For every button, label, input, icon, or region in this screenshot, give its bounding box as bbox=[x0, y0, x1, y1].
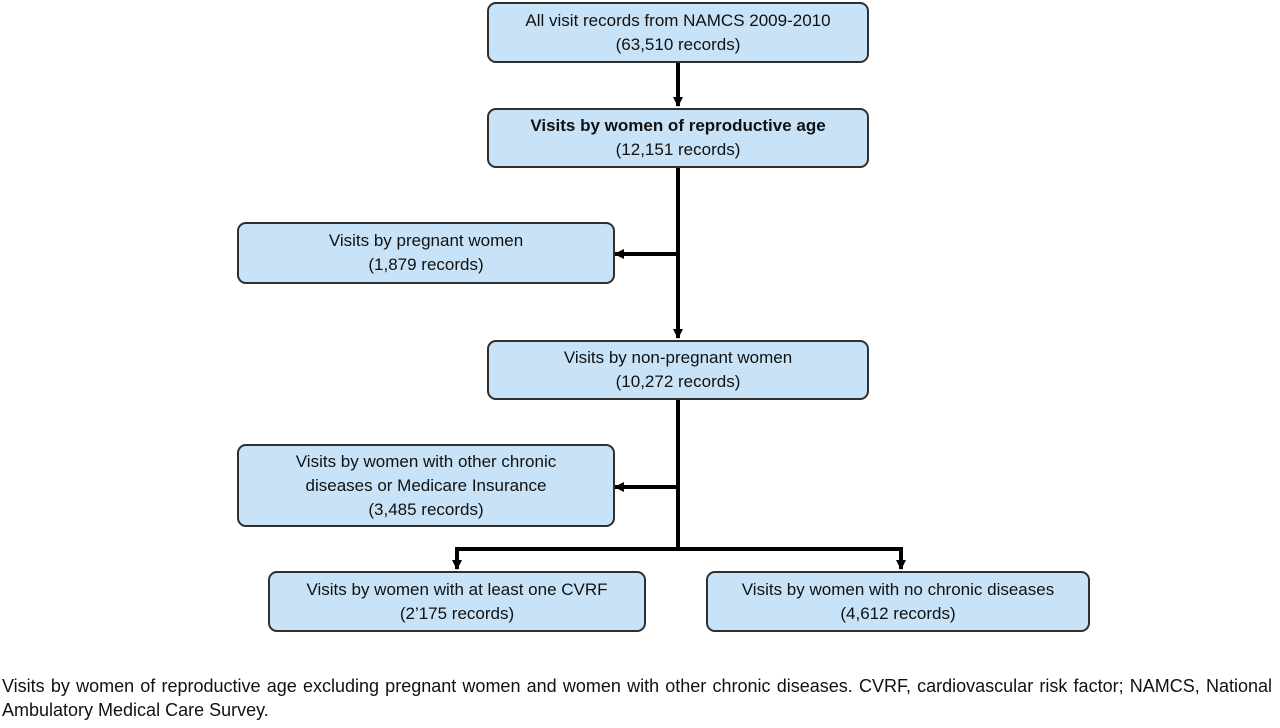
node-all-records-count: (63,510 records) bbox=[615, 34, 741, 54]
node-cvrf: Visits by women with at least one CVRF (… bbox=[268, 571, 646, 632]
node-no-chronic-count: (4,612 records) bbox=[840, 603, 956, 623]
node-pregnant-count: (1,879 records) bbox=[368, 255, 484, 274]
node-all-records: All visit records from NAMCS 2009-2010 (… bbox=[487, 2, 869, 63]
node-reproductive-age: Visits by women of reproductive age (12,… bbox=[487, 108, 869, 168]
node-all-records-title: All visit records from NAMCS 2009-2010 bbox=[525, 10, 831, 30]
node-no-chronic: Visits by women with no chronic diseases… bbox=[706, 571, 1090, 632]
node-other-chronic-line1: Visits by women with other chronic bbox=[295, 451, 557, 471]
node-cvrf-title: Visits by women with at least one CVRF bbox=[306, 579, 608, 599]
node-non-pregnant-count: (10,272 records) bbox=[615, 372, 741, 391]
node-other-chronic-count: (3,485 records) bbox=[368, 499, 484, 519]
node-pregnant-title: Visits by pregnant women bbox=[328, 231, 524, 250]
node-other-chronic: Visits by women with other chronic disea… bbox=[237, 444, 615, 527]
node-cvrf-count: (2’175 records) bbox=[399, 603, 515, 623]
figure-caption: Visits by women of reproductive age excl… bbox=[2, 676, 1272, 720]
node-no-chronic-title: Visits by women with no chronic diseases bbox=[741, 579, 1055, 599]
node-other-chronic-line2: diseases or Medicare Insurance bbox=[305, 475, 547, 495]
node-reproductive-age-title: Visits by women of reproductive age bbox=[530, 116, 826, 135]
node-pregnant: Visits by pregnant women (1,879 records) bbox=[237, 222, 615, 284]
node-non-pregnant-title: Visits by non-pregnant women bbox=[563, 348, 793, 367]
node-reproductive-age-count: (12,151 records) bbox=[615, 140, 741, 159]
node-non-pregnant: Visits by non-pregnant women (10,272 rec… bbox=[487, 340, 869, 400]
